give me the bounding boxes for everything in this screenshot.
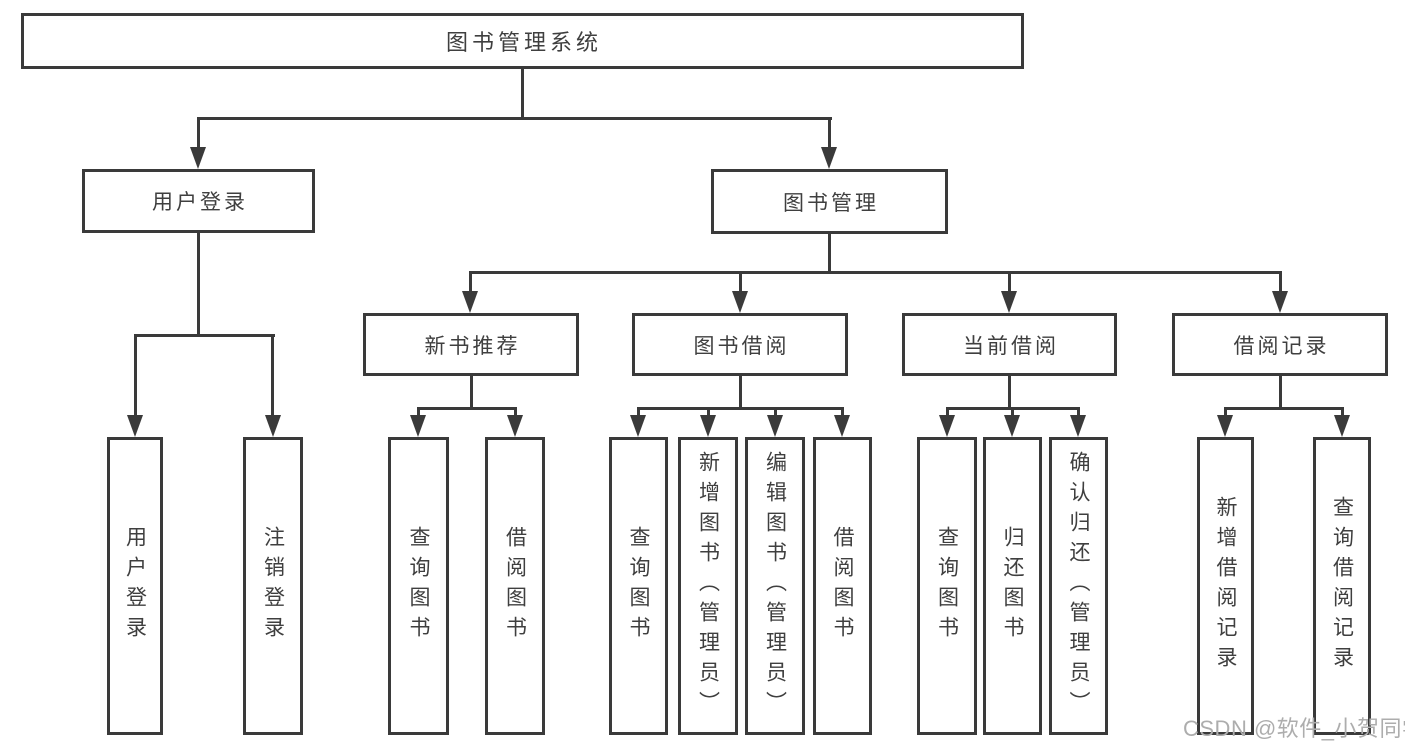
leaf-edit-book-admin-label: 编辑图书（管理员）	[763, 451, 787, 721]
node-book-borrow: 图书借阅	[632, 313, 848, 376]
arrow-down-icon	[265, 415, 281, 437]
leaf-query-borrow-record-label: 查询借阅记录	[1330, 496, 1354, 676]
leaf-query-books-recommend: 查询图书	[388, 437, 449, 735]
leaf-add-borrow-record: 新增借阅记录	[1197, 437, 1254, 735]
node-root-label: 图书管理系统	[445, 30, 602, 55]
leaf-query-books-current-label: 查询图书	[935, 526, 959, 646]
connector-line	[1077, 407, 1080, 417]
connector-line	[417, 407, 420, 417]
arrow-down-icon	[732, 291, 748, 313]
connector-line	[707, 407, 710, 417]
connector-line	[1224, 407, 1227, 417]
arrow-down-icon	[190, 147, 206, 169]
arrow-down-icon	[1334, 415, 1350, 437]
leaf-return-books: 归还图书	[983, 437, 1042, 735]
node-root: 图书管理系统	[21, 13, 1024, 69]
leaf-query-borrow-record: 查询借阅记录	[1313, 437, 1371, 735]
arrow-down-icon	[1001, 291, 1017, 313]
leaf-user-login: 用户登录	[107, 437, 163, 735]
arrow-down-icon	[1272, 291, 1288, 313]
arrow-down-icon	[462, 291, 478, 313]
arrow-down-icon	[767, 415, 783, 437]
connector-line	[134, 334, 275, 337]
connector-line	[841, 407, 844, 417]
node-book-borrow-label: 图书借阅	[693, 334, 790, 358]
leaf-borrow-books-recommend-label: 借阅图书	[503, 526, 527, 646]
leaf-add-book-admin: 新增图书（管理员）	[678, 437, 738, 735]
connector-line	[739, 376, 742, 410]
arrow-down-icon	[630, 415, 646, 437]
arrow-down-icon	[507, 415, 523, 437]
leaf-logout-label: 注销登录	[261, 526, 285, 646]
arrow-down-icon	[1217, 415, 1233, 437]
leaf-borrow-books-recommend: 借阅图书	[485, 437, 545, 735]
arrow-down-icon	[1004, 415, 1020, 437]
connector-line	[469, 271, 1282, 274]
connector-line	[637, 407, 640, 417]
connector-line	[1224, 407, 1344, 410]
connector-line	[469, 271, 472, 293]
arrow-down-icon	[700, 415, 716, 437]
leaf-borrow-books-borrow: 借阅图书	[813, 437, 872, 735]
connector-line	[774, 407, 777, 417]
connector-line	[828, 117, 831, 149]
connector-line	[1008, 271, 1011, 293]
connector-line	[1279, 271, 1282, 293]
watermark: CSDN @软件_小贺同学	[1183, 716, 1405, 741]
arrow-down-icon	[939, 415, 955, 437]
leaf-borrow-books-borrow-label: 借阅图书	[831, 526, 854, 646]
connector-line	[417, 407, 517, 410]
node-current-borrow: 当前借阅	[902, 313, 1117, 376]
leaf-query-books-borrow-label: 查询图书	[627, 526, 650, 646]
leaf-user-login-label: 用户登录	[123, 526, 147, 646]
leaf-edit-book-admin: 编辑图书（管理员）	[745, 437, 805, 735]
leaf-confirm-return-admin-label: 确认归还（管理员）	[1067, 451, 1090, 721]
connector-line	[197, 117, 832, 120]
arrow-down-icon	[1070, 415, 1086, 437]
connector-line	[637, 407, 844, 410]
arrow-down-icon	[834, 415, 850, 437]
leaf-query-books-borrow: 查询图书	[609, 437, 668, 735]
connector-line	[1008, 376, 1011, 410]
connector-line	[946, 407, 949, 417]
connector-line	[271, 334, 274, 417]
leaf-logout: 注销登录	[243, 437, 303, 735]
arrow-down-icon	[410, 415, 426, 437]
node-current-borrow-label: 当前借阅	[963, 334, 1059, 358]
node-new-book-recommend-label: 新书推荐	[424, 334, 521, 358]
arrow-down-icon	[821, 147, 837, 169]
connector-line	[134, 334, 137, 417]
leaf-confirm-return-admin: 确认归还（管理员）	[1049, 437, 1108, 735]
connector-line	[1341, 407, 1344, 417]
leaf-add-borrow-record-label: 新增借阅记录	[1214, 496, 1237, 676]
leaf-query-books-current: 查询图书	[917, 437, 977, 735]
connector-line	[828, 234, 831, 274]
connector-line	[1011, 407, 1014, 417]
connector-line	[514, 407, 517, 417]
leaf-query-books-recommend-label: 查询图书	[407, 526, 430, 646]
connector-line	[197, 233, 200, 337]
node-user-login: 用户登录	[82, 169, 315, 233]
node-borrow-records: 借阅记录	[1172, 313, 1388, 376]
connector-line	[197, 117, 200, 149]
node-book-management-label: 图书管理	[783, 191, 879, 215]
connector-line	[739, 271, 742, 293]
node-user-login-label: 用户登录	[152, 191, 248, 214]
leaf-return-books-label: 归还图书	[1001, 526, 1024, 646]
connector-line	[521, 69, 524, 119]
connector-line	[470, 376, 473, 410]
connector-line	[1279, 376, 1282, 410]
arrow-down-icon	[127, 415, 143, 437]
leaf-add-book-admin-label: 新增图书（管理员）	[696, 451, 720, 721]
node-book-management: 图书管理	[711, 169, 948, 234]
node-new-book-recommend: 新书推荐	[363, 313, 579, 376]
node-borrow-records-label: 借阅记录	[1233, 334, 1330, 358]
